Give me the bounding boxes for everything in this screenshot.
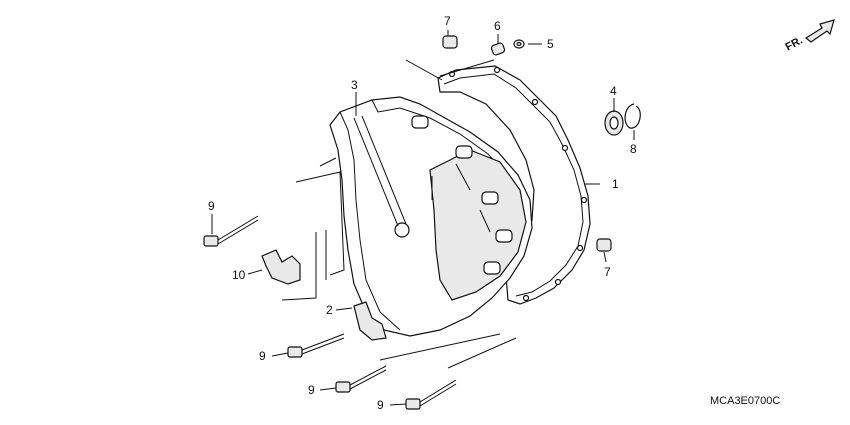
- callout-5: 5: [547, 37, 554, 51]
- circlip-8: [624, 103, 641, 129]
- bolt-9-lower-2: [335, 365, 387, 393]
- callout-1: 1: [612, 177, 619, 191]
- callout-7-right: 7: [604, 265, 611, 279]
- bracket-2: [353, 301, 387, 341]
- callout-10: 10: [232, 268, 246, 282]
- oil-pipe: [353, 115, 407, 227]
- callout-9-lower-2: 9: [308, 383, 315, 397]
- callout-6: 6: [494, 19, 501, 33]
- front-direction-arrow-icon: FR.: [783, 19, 835, 54]
- callout-4: 4: [610, 84, 617, 98]
- direction-label: FR.: [783, 35, 804, 54]
- cover-bosses: [394, 115, 513, 275]
- bearing-4: [604, 110, 624, 136]
- bolt-9-upper-left: [203, 215, 259, 247]
- callout-9-lower-3: 9: [377, 398, 384, 412]
- callout-3: 3: [351, 78, 358, 92]
- dowel-pin-right: [596, 238, 612, 252]
- gasket-bolt-holes: [448, 66, 588, 302]
- diagram-code: MCA3E0700C: [710, 395, 780, 407]
- clamp-10: [261, 249, 301, 285]
- callout-9-lower-1: 9: [259, 349, 266, 363]
- pin-6: [490, 42, 506, 56]
- dowel-pin-top: [442, 35, 458, 49]
- bolt-9-lower-1: [287, 333, 345, 358]
- callout-9-upper: 9: [208, 199, 215, 213]
- callout-7-top: 7: [444, 14, 451, 28]
- callout-8: 8: [630, 142, 637, 156]
- callout-2: 2: [326, 303, 333, 317]
- bolt-9-lower-3: [405, 379, 457, 410]
- leader-lines: [211, 30, 635, 406]
